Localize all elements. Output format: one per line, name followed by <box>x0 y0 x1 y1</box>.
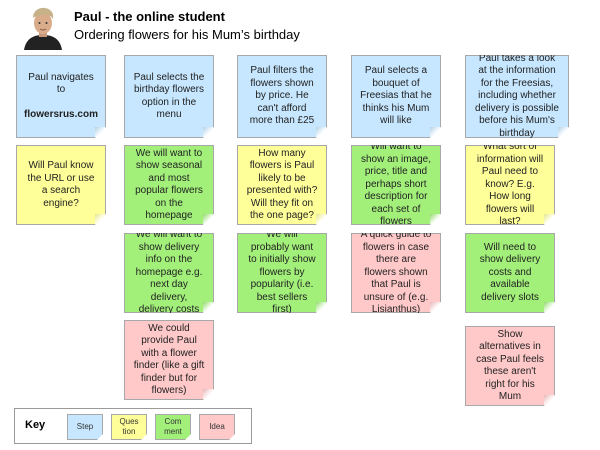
legend-key-label: Key <box>25 419 46 431</box>
legend-item-question: Ques tion <box>111 414 147 440</box>
legend-item-comment-label: Com ment <box>164 417 182 436</box>
comment-note-delivery-info: We will want to show delivery info on th… <box>124 233 214 313</box>
step-note-1-text: Paul navigates to <box>28 71 94 95</box>
comment-note-homepage: We will want to show seasonal and most p… <box>124 145 214 225</box>
step-note-3: Paul filters the flowers shown by price.… <box>237 55 327 138</box>
step-note-4: Paul selects a bouquet of Freesias that … <box>351 55 441 138</box>
idea-note-guide: A quick guide to flowers in case there a… <box>351 233 441 313</box>
page-subtitle: Ordering flowers for his Mum’s birthday <box>74 27 300 42</box>
step-note-2-text: Paul selects the birthday flowers option… <box>133 71 205 120</box>
step-note-5-text: Paul takes a look at the information for… <box>475 52 559 139</box>
persona-header: Paul - the online student Ordering flowe… <box>14 6 434 50</box>
comment-note-image: Will want to show an image, price, title… <box>351 145 441 225</box>
question-note-url: Will Paul know the URL or use a search e… <box>16 145 106 225</box>
comment-note-popularity: We will probably want to initially show … <box>237 233 327 313</box>
question-note-count: How many flowers is Paul likely to be pr… <box>237 145 327 225</box>
comment-note-popularity-text: We will probably want to initially show … <box>248 229 316 316</box>
step-note-1-url: flowersrus.com <box>24 109 98 120</box>
legend-item-idea: Idea <box>199 414 235 440</box>
legend-item-step-label: Step <box>76 422 94 431</box>
legend-item-question-label: Ques tion <box>119 417 139 436</box>
idea-note-finder-text: We could provide Paul with a flower find… <box>133 322 205 396</box>
legend-item-step: Step <box>67 414 103 440</box>
question-note-info-text: What sort of information will Paul need … <box>476 141 544 228</box>
legend-item-comment: Com ment <box>155 414 191 440</box>
question-note-count-text: How many flowers is Paul likely to be pr… <box>246 147 318 221</box>
step-note-2: Paul selects the birthday flowers option… <box>124 55 214 138</box>
idea-note-alternatives: Show alternatives in case Paul feels the… <box>465 326 555 406</box>
step-note-5: Paul takes a look at the information for… <box>465 55 569 138</box>
page-title: Paul - the online student <box>74 9 225 24</box>
idea-note-alternatives-text: Show alternatives in case Paul feels the… <box>476 328 544 402</box>
comment-note-delivery-costs-text: Will need to show delivery costs and ava… <box>479 241 541 303</box>
comment-note-delivery-costs: Will need to show delivery costs and ava… <box>465 233 555 313</box>
persona-avatar-icon <box>20 6 66 50</box>
step-note-3-text: Paul filters the flowers shown by price.… <box>249 65 315 127</box>
step-note-4-text: Paul selects a bouquet of Freesias that … <box>360 65 432 127</box>
legend-key: Key Step Ques tion Com ment Idea <box>14 408 252 444</box>
comment-note-image-text: Will want to show an image, price, title… <box>360 141 432 228</box>
idea-note-guide-text: A quick guide to flowers in case there a… <box>360 229 432 316</box>
question-note-url-text: Will Paul know the URL or use a search e… <box>27 160 95 209</box>
idea-note-finder: We could provide Paul with a flower find… <box>124 320 214 400</box>
question-note-info: What sort of information will Paul need … <box>465 145 555 225</box>
legend-item-idea-label: Idea <box>209 422 225 431</box>
comment-note-delivery-info-text: We will want to show delivery info on th… <box>135 229 203 316</box>
step-note-1: Paul navigates to flowersrus.com <box>16 55 106 138</box>
comment-note-homepage-text: We will want to show seasonal and most p… <box>135 147 203 221</box>
